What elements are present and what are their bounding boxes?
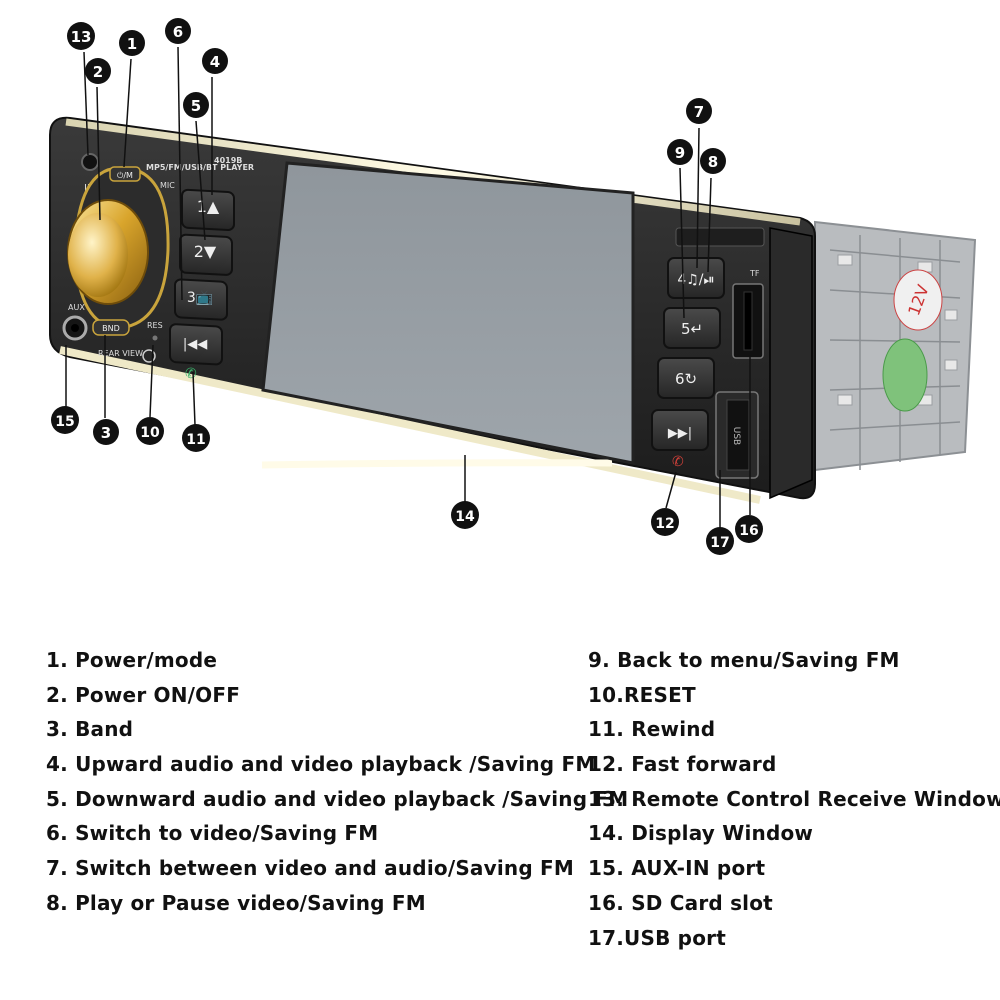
power-knob[interactable]: ⏻/M BND	[67, 166, 170, 336]
legend-right-column: 9. Back to menu/Saving FM 10.RESET 11. R…	[588, 643, 1000, 955]
callout-6: 6	[165, 18, 191, 44]
button-menu-label: 5↵	[681, 320, 703, 338]
legend-item: 12. Fast forward	[588, 752, 777, 777]
svg-text:8: 8	[708, 153, 718, 171]
svg-text:5: 5	[191, 97, 201, 115]
tf-label: TF	[749, 269, 760, 278]
button-play-pause[interactable]: 4♫/⏯	[667, 257, 725, 299]
call-reject-icon: ✆	[672, 454, 684, 470]
button-switch[interactable]: 6↻	[657, 357, 715, 399]
legend-item: 9. Back to menu/Saving FM	[588, 648, 900, 672]
power-mode-label: ⏻/M	[117, 171, 133, 180]
button-fast-forward-label: ▶▶|	[668, 426, 692, 441]
callout-10: 10	[136, 417, 164, 445]
legend-item: 10.RESET	[588, 682, 696, 707]
svg-text:1: 1	[127, 35, 137, 53]
rear-view-label: REAR VIEW	[98, 349, 143, 358]
legend-item: 15. AUX-IN port	[588, 856, 766, 881]
svg-text:7: 7	[694, 103, 704, 121]
res-label: RES	[147, 321, 163, 330]
svg-text:10: 10	[140, 425, 160, 441]
mic-label: MIC	[160, 181, 175, 190]
button-down-label: 2▼	[194, 242, 217, 261]
callout-14: 14	[451, 501, 479, 529]
legend-item: 5. Downward audio and video playback /Sa…	[46, 786, 629, 811]
svg-text:11: 11	[186, 432, 205, 448]
metal-chassis: 12V	[814, 220, 977, 472]
display-window	[261, 161, 635, 465]
button-video-label: 3📺	[187, 290, 213, 306]
svg-text:14: 14	[455, 509, 475, 525]
callout-16: 16	[735, 515, 763, 543]
svg-text:12: 12	[655, 516, 674, 532]
callout-1: 1	[119, 30, 145, 56]
usb-label: USB	[731, 427, 741, 445]
callout-8: 8	[700, 148, 726, 174]
svg-text:2: 2	[93, 63, 103, 81]
call-accept-icon: ✆	[185, 366, 197, 382]
aux-label: AUX	[68, 303, 85, 312]
button-video[interactable]: 3📺	[174, 278, 228, 321]
callout-11: 11	[182, 424, 210, 452]
callout-2: 2	[85, 58, 111, 84]
callout-3: 3	[93, 419, 119, 445]
sd-slot-opening	[743, 291, 753, 351]
legend-item: 13. Remote Control Receive Window	[588, 786, 1000, 811]
svg-text:16: 16	[739, 523, 758, 539]
button-rewind[interactable]: |◀◀	[169, 323, 223, 366]
button-up[interactable]: 1▲	[181, 188, 235, 231]
button-up-label: 1▲	[197, 197, 220, 216]
svg-text:4: 4	[210, 53, 220, 71]
callout-12: 12	[651, 508, 679, 536]
usb-opening	[726, 399, 750, 471]
callout-7: 7	[686, 98, 712, 124]
legend-item: 2. Power ON/OFF	[46, 682, 241, 707]
svg-text:13: 13	[71, 28, 92, 46]
button-play-pause-label: 4♫/⏯	[677, 272, 714, 288]
callout-15: 15	[51, 406, 79, 434]
callout-badges: 13 2 1 6 4 5 7 9 8 15 3 10 11 14 12 17 1…	[51, 18, 763, 555]
svg-text:17: 17	[710, 535, 729, 551]
aux-port[interactable]: AUX	[62, 303, 88, 341]
legend-item: 4. Upward audio and video playback /Savi…	[46, 752, 596, 777]
callout-9: 9	[667, 139, 693, 165]
slot-bar	[675, 227, 765, 247]
car-stereo-diagram: 12V IR MIC MP5/FM/USB/BT PLAYER 4019B ⏻/…	[49, 18, 977, 555]
button-fast-forward[interactable]: ▶▶|	[651, 409, 709, 451]
svg-text:6: 6	[173, 23, 183, 41]
leader-lines	[65, 46, 751, 528]
legend-item: 1. Power/mode	[46, 648, 218, 672]
button-down[interactable]: 2▼	[179, 233, 233, 276]
svg-text:9: 9	[675, 144, 685, 162]
power-mode-button[interactable]	[109, 166, 141, 182]
legend-item: 3. Band	[46, 717, 134, 742]
legend-item: 11. Rewind	[588, 717, 716, 742]
camera-icon	[142, 349, 156, 363]
band-button[interactable]	[92, 319, 130, 336]
legend-item: 7. Switch between video and audio/Saving…	[46, 856, 574, 881]
band-label: BND	[102, 324, 120, 333]
reset-hole[interactable]	[152, 335, 158, 341]
svg-text:15: 15	[55, 414, 74, 430]
legend-left-column: 1. Power/mode 2. Power ON/OFF 3. Band 4.…	[46, 643, 628, 921]
button-switch-label: 6↻	[675, 370, 697, 388]
button-rewind-label: |◀◀	[183, 337, 207, 352]
callout-17: 17	[706, 527, 734, 555]
legend-item: 17.USB port	[588, 925, 726, 950]
legend-item: 16. SD Card slot	[588, 890, 773, 915]
callout-13: 13	[67, 22, 95, 50]
legend-item: 14. Display Window	[588, 821, 814, 846]
svg-text:3: 3	[101, 424, 111, 442]
legend-item: 6. Switch to video/Saving FM	[46, 821, 379, 846]
legend-item: 8. Play or Pause video/Saving FM	[46, 890, 426, 915]
callout-4: 4	[202, 48, 228, 74]
button-menu[interactable]: 5↵	[663, 307, 721, 349]
device-model: 4019B	[214, 156, 242, 165]
left-button-column: 1▲ 2▼ 3📺 |◀◀ ✆	[169, 188, 235, 382]
callout-5: 5	[183, 92, 209, 118]
